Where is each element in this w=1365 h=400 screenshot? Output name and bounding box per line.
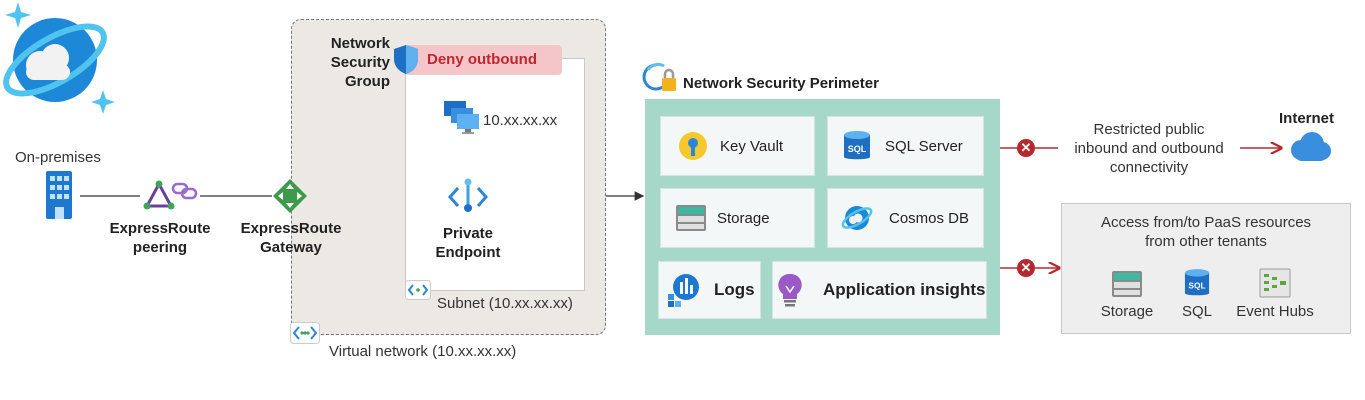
logs-icon <box>668 274 699 307</box>
application-insights-icon <box>778 273 802 307</box>
virtual-network-label: Virtual network (10.xx.xx.xx) <box>329 343 517 360</box>
virtual-network-icon <box>290 322 320 344</box>
key-vault-label: Key Vault <box>720 137 784 155</box>
nsp-box: Key Vault SQL SQL Server Storage Cosmos … <box>645 99 1000 335</box>
private-endpoint-label: Private Endpoint <box>435 225 501 261</box>
subnet-box <box>405 58 585 291</box>
event-hubs-icon <box>1259 268 1291 298</box>
expressroute-peering-icon <box>143 180 198 210</box>
sql-server-icon: SQL <box>844 131 870 160</box>
on-premises-label: On-premises <box>15 149 101 166</box>
paas-storage-icon <box>1112 271 1142 297</box>
building-icon <box>46 171 72 219</box>
internet-label: Internet <box>1279 110 1335 127</box>
expressroute-gateway-label: ExpressRoute Gateway <box>240 220 342 256</box>
application-insights-card: Application insights <box>772 261 987 319</box>
svg-text:SQL: SQL <box>1188 281 1205 291</box>
logs-label: Logs <box>714 280 755 299</box>
expressroute-peering-label: ExpressRoute peering <box>109 220 211 256</box>
cloud-icon <box>1291 132 1331 161</box>
key-vault-icon <box>679 132 707 160</box>
nsp-icon <box>642 62 676 91</box>
blocked-icon-paas: ✕ <box>1017 259 1035 277</box>
paas-title: Access from/to PaaS resources from other… <box>1100 214 1312 250</box>
event-hubs-label: Event Hubs <box>1236 303 1314 320</box>
key-vault-card: Key Vault <box>660 116 815 176</box>
paas-storage-label: Storage <box>1100 303 1154 320</box>
paas-other-tenants-box <box>1061 203 1351 334</box>
paas-sql-icon: SQL <box>1184 269 1210 296</box>
cosmos-db-icon <box>841 206 873 230</box>
private-endpoint-icon <box>448 178 488 212</box>
paas-sql-label: SQL <box>1181 303 1212 320</box>
subnet-label: Subnet (10.xx.xx.xx) <box>437 295 573 312</box>
sql-server-label: SQL Server <box>885 137 963 155</box>
storage-card: Storage <box>660 188 815 248</box>
expressroute-gateway-icon <box>273 179 307 213</box>
storage-label: Storage <box>717 209 770 227</box>
restricted-connectivity-label: Restricted public inbound and outbound c… <box>1074 121 1224 176</box>
subnet-icon <box>405 280 431 300</box>
deny-outbound-badge: Deny outbound <box>405 45 562 75</box>
vm-ip-label: 10.xx.xx.xx <box>483 112 558 129</box>
application-insights-label: Application insights <box>823 280 986 299</box>
virtual-machine-icon <box>444 101 479 134</box>
svg-text:SQL: SQL <box>848 144 867 154</box>
blocked-icon-internet: ✕ <box>1017 139 1035 157</box>
storage-icon <box>676 205 706 231</box>
nsp-title: Network Security Perimeter <box>683 75 879 92</box>
shield-icon <box>394 45 418 74</box>
cosmos-db-label: Cosmos DB <box>889 209 970 227</box>
nsg-label: Network Security Group <box>330 35 390 90</box>
cosmos-logo-icon <box>3 2 115 114</box>
logs-card: Logs <box>658 261 761 319</box>
sql-server-card: SQL SQL Server <box>827 116 984 176</box>
cosmos-db-card: Cosmos DB <box>827 188 984 248</box>
